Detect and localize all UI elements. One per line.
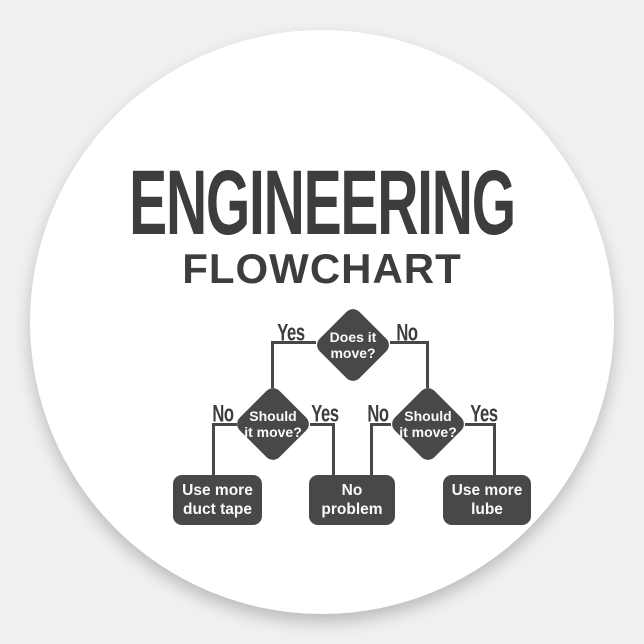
connector-right-no-horizontal <box>370 423 391 426</box>
outcome-no-problem: No problem <box>309 475 395 525</box>
decision-text-line1: Should <box>249 408 297 424</box>
connector-root-yes-horizontal <box>271 341 316 344</box>
branch-label-right-yes: Yes <box>470 399 498 427</box>
subtitle: FLOWCHART <box>182 245 462 292</box>
outcome-text-line2: lube <box>471 501 503 518</box>
decision-text: Should it move? <box>234 385 312 463</box>
branch-label-root-yes: Yes <box>277 318 305 346</box>
decision-text: Should it move? <box>389 385 467 463</box>
decision-text-line2: move? <box>330 345 376 361</box>
sticker-circle: ENGINEERING FLOWCHART Yes No No Yes No Y… <box>30 30 614 614</box>
outcome-use-more-duct-tape: Use more duct tape <box>173 475 262 525</box>
branch-label-left-no: No <box>212 399 234 427</box>
decision-text-line2: it move? <box>399 424 457 440</box>
connector-right-yes-horizontal <box>465 423 496 426</box>
decision-should-it-move-right: Should it move? <box>388 384 468 464</box>
connector-right-no-vertical <box>370 423 373 476</box>
decision-text-line1: Does it <box>329 329 377 345</box>
decision-text-line1: Should <box>404 408 452 424</box>
decision-text: Does it move? <box>314 306 392 384</box>
connector-root-no-vertical <box>426 341 429 388</box>
decision-text-line2: it move? <box>244 424 302 440</box>
connector-root-no-horizontal <box>390 341 429 344</box>
connector-left-no-vertical <box>212 423 215 476</box>
title: ENGINEERING <box>129 152 516 254</box>
outcome-use-more-lube: Use more lube <box>443 475 531 525</box>
branch-label-left-yes: Yes <box>311 399 339 427</box>
connector-left-yes-horizontal <box>310 423 335 426</box>
decision-does-it-move: Does it move? <box>313 305 393 385</box>
outcome-text-line1: No <box>341 482 363 499</box>
outcome-text-line2: problem <box>321 501 383 518</box>
decision-should-it-move-left: Should it move? <box>233 384 313 464</box>
connector-left-no-horizontal <box>212 423 237 426</box>
connector-right-yes-vertical <box>493 423 496 476</box>
outcome-text-line1: Use more <box>182 482 253 499</box>
branch-label-right-no: No <box>367 399 389 427</box>
branch-label-root-no: No <box>396 318 418 346</box>
outcome-text-line1: Use more <box>451 482 523 499</box>
connector-root-yes-vertical <box>271 341 274 388</box>
connector-left-yes-vertical <box>332 423 335 476</box>
outcome-text-line2: duct tape <box>183 501 252 518</box>
